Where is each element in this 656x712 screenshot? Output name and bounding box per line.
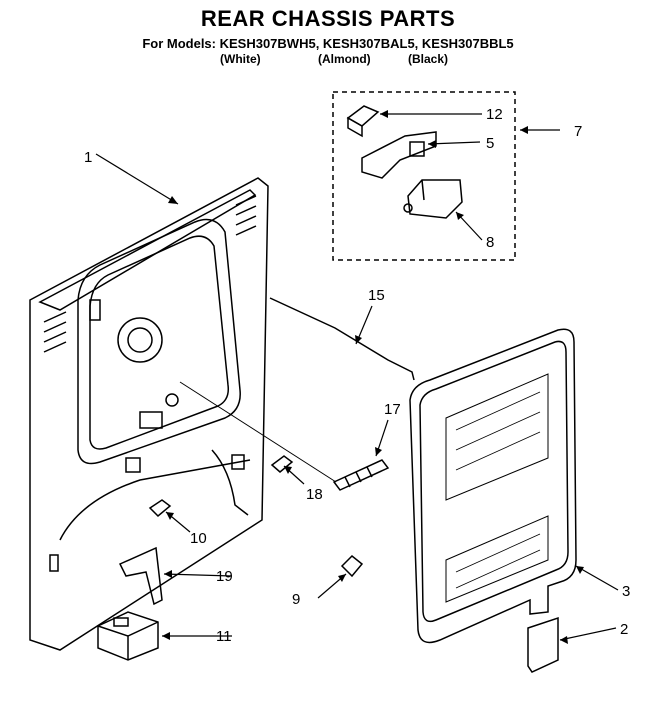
callout-18: 18 (306, 486, 323, 503)
grommet-10 (148, 499, 172, 518)
arrowheads (162, 110, 584, 644)
callout-3: 3 (622, 583, 630, 600)
clip-9 (340, 554, 364, 578)
callout-11: 11 (216, 628, 232, 645)
callout-17: 17 (384, 401, 401, 418)
leader-lines (95, 113, 619, 641)
diagram-title: REAR CHASSIS PARTS (200, 6, 456, 31)
callout-7: 7 (574, 123, 582, 140)
color-almond-label: (Almond) (318, 52, 371, 66)
callout-15: 15 (368, 287, 385, 304)
callout-5: 5 (486, 135, 494, 152)
clip-strip-17 (332, 459, 390, 491)
callout-9: 9 (292, 591, 300, 608)
switch-8 (403, 179, 463, 219)
models-line: For Models: KESH307BWH5, KESH307BAL5, KE… (142, 36, 514, 51)
rear-chassis-panel (29, 177, 269, 651)
bracket-2 (527, 616, 559, 673)
clip-18 (270, 455, 294, 473)
callout-19: 19 (216, 568, 233, 585)
callout-10: 10 (190, 530, 207, 547)
assembly-7-box (332, 91, 516, 261)
bracket-12 (346, 105, 380, 138)
bracket-5 (361, 131, 437, 179)
color-black-label: (Black) (408, 52, 449, 66)
callout-1: 1 (84, 149, 92, 166)
callout-2: 2 (620, 621, 628, 638)
part-17-leader-line (179, 381, 337, 483)
terminal-block-11 (97, 611, 159, 661)
color-white-label: (White) (220, 52, 261, 66)
callout-8: 8 (486, 234, 494, 251)
rod-15 (269, 297, 415, 381)
callout-12: 12 (486, 106, 503, 123)
rear-cover-panel-3 (409, 328, 577, 644)
bracket-19 (118, 546, 163, 606)
